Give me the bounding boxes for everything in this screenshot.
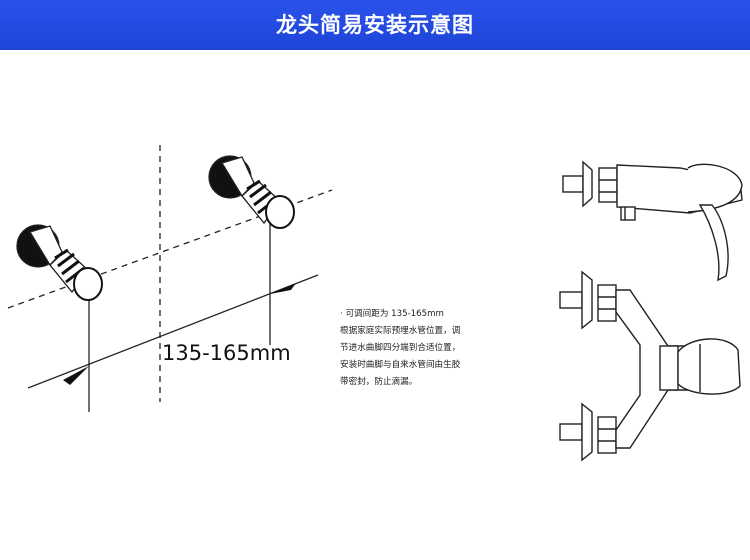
note-line: 根据家庭实际预埋水管位置，调: [340, 326, 461, 336]
dimension-label: 135-165mm: [162, 341, 291, 365]
faucet-side-view: [562, 160, 743, 282]
dimension-line: [27, 274, 319, 389]
right-inlet-elbow: [208, 155, 295, 229]
left-inlet-elbow: [16, 224, 103, 301]
note-line: · 可调间距为 135-165mm: [340, 309, 444, 319]
note-line: 带密封，防止滴漏。: [340, 377, 418, 387]
dimension-arrow-right: [270, 283, 296, 294]
note-line: 安装时曲脚与自来水管间由生胶: [340, 360, 461, 370]
faucet-front-view: [559, 270, 741, 462]
installation-note: · 可调间距为 135-165mm 根据家庭实际预埋水管位置，调 节进水曲脚四分…: [340, 306, 495, 391]
banner-title: 龙头简易安装示意图: [276, 13, 474, 37]
note-line: 节进水曲脚四分端到合适位置，: [340, 343, 461, 353]
dimension-arrow-left: [63, 366, 89, 385]
title-banner: 龙头简易安装示意图: [0, 0, 750, 50]
